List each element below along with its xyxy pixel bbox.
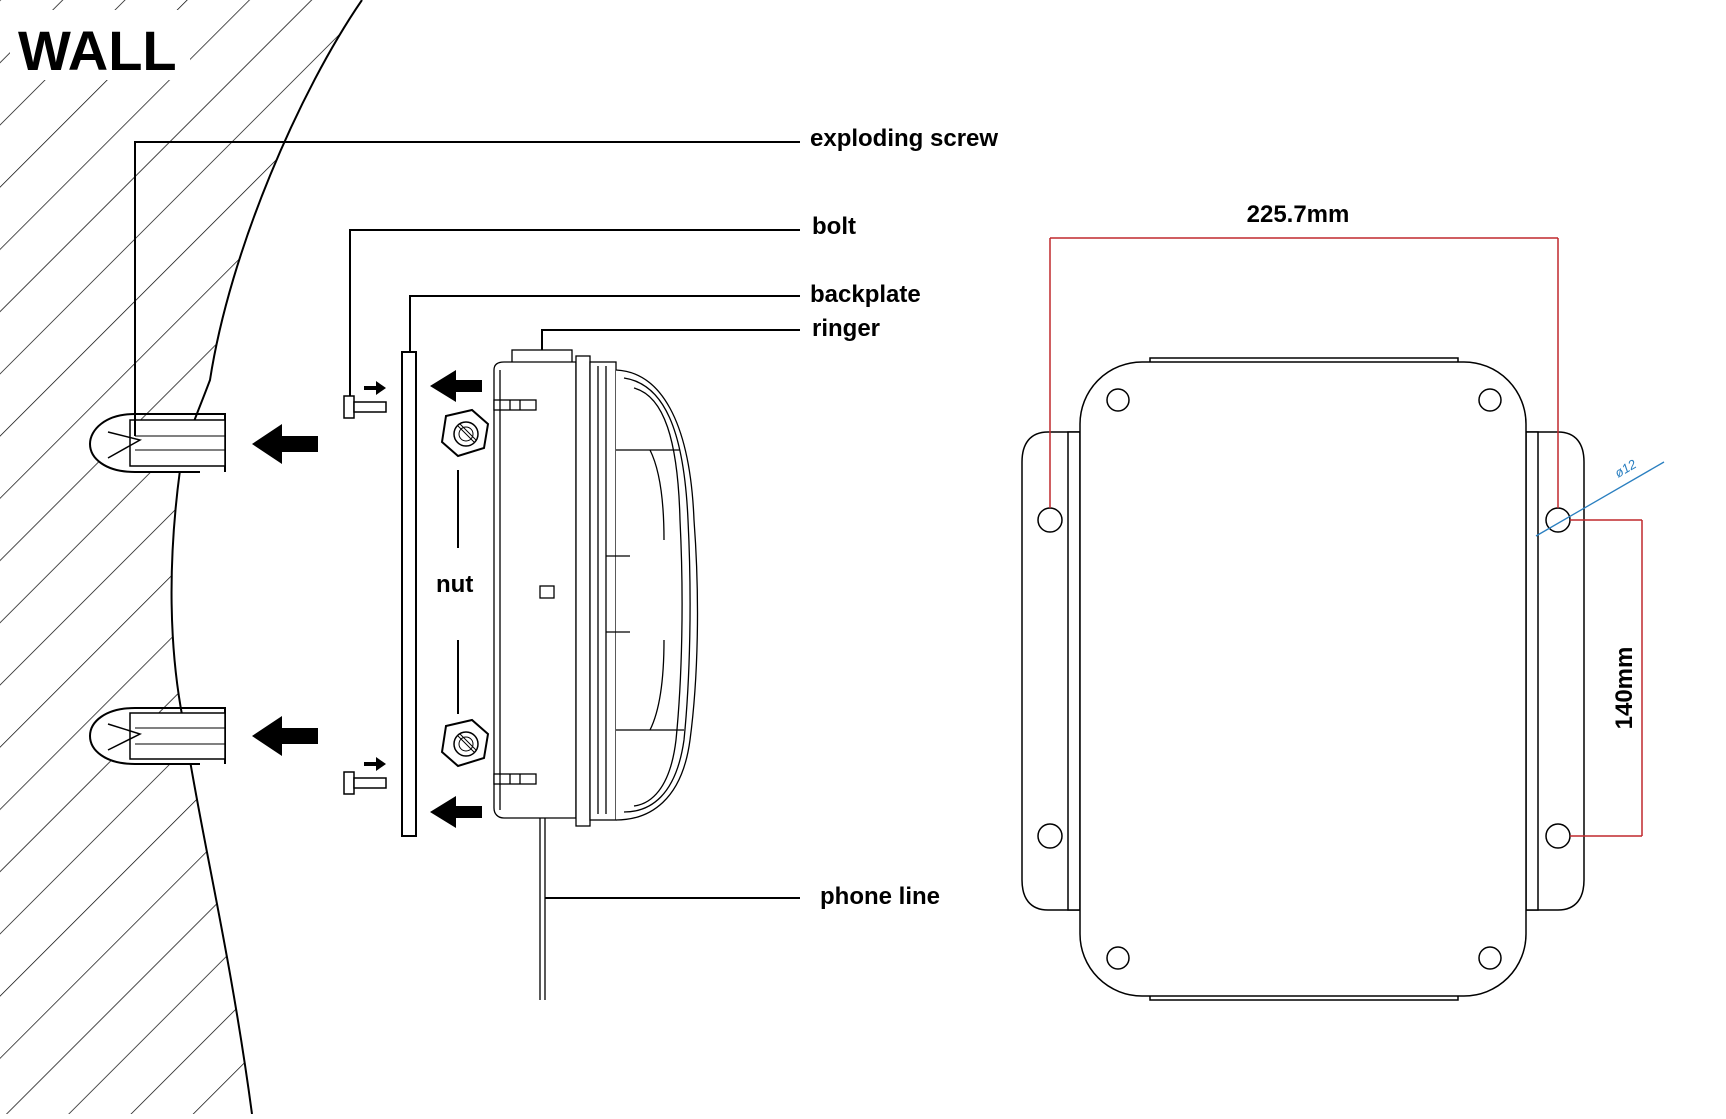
wall-title: WALL xyxy=(18,19,177,82)
nut-label: nut xyxy=(436,571,473,598)
phone-back-view xyxy=(1021,357,1585,1001)
label-phone-line: phone line xyxy=(820,883,940,910)
hole-diameter-label: ø12 xyxy=(1612,456,1640,481)
wall-section: WALL xyxy=(0,0,363,1115)
arrow-right-icon xyxy=(364,381,386,395)
width-dimension xyxy=(1049,237,1559,508)
phone-side-view xyxy=(493,349,699,827)
backplate xyxy=(401,351,417,837)
diameter-leader xyxy=(1535,461,1665,537)
arrow-left-icon xyxy=(430,370,482,402)
exploding-screw-bottom xyxy=(88,707,226,765)
height-dimension-label: 140mm xyxy=(1611,647,1638,730)
label-backplate: backplate xyxy=(810,281,921,308)
exploding-screw-top xyxy=(88,413,226,473)
nut-bottom xyxy=(440,718,490,768)
nut-top xyxy=(440,408,490,458)
label-exploding-screw: exploding screw xyxy=(810,125,998,152)
width-dimension-label: 225.7mm xyxy=(1247,201,1350,228)
bolt-top xyxy=(343,395,387,419)
arrow-right-icon xyxy=(364,757,386,771)
label-ringer: ringer xyxy=(812,315,880,342)
height-dimension xyxy=(1570,519,1643,837)
bolt-bottom xyxy=(343,771,387,795)
leader-lines xyxy=(134,141,800,899)
arrow-left-icon xyxy=(252,716,318,756)
arrow-left-icon xyxy=(252,424,318,464)
label-bolt: bolt xyxy=(812,213,856,240)
arrow-left-icon xyxy=(430,796,482,828)
